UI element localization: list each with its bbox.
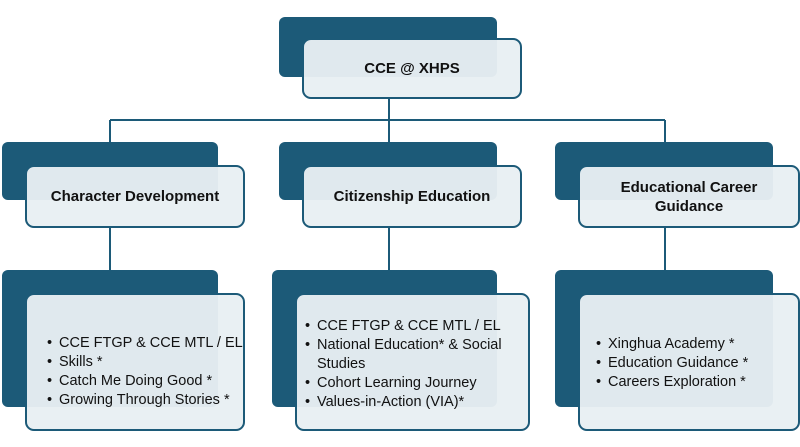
leaf-box-character-development: CCE FTGP & CCE MTL / EL Skills * Catch M… (25, 293, 245, 431)
list-item: CCE FTGP & CCE MTL / EL (47, 334, 243, 353)
list-item: Education Guidance * (596, 354, 748, 373)
list-item: Cohort Learning Journey (305, 374, 520, 393)
root-title: CCE @ XHPS (364, 60, 460, 77)
root-box: CCE @ XHPS (302, 38, 522, 99)
leaf-list: CCE FTGP & CCE MTL / EL National Educati… (305, 317, 520, 412)
list-item: Catch Me Doing Good * (47, 372, 243, 391)
branch-title: Citizenship Education (333, 188, 491, 205)
branch-title: Educational Career Guidance (620, 178, 758, 215)
list-item: CCE FTGP & CCE MTL / EL (305, 317, 520, 336)
branch-box-educational-career-guidance: Educational Career Guidance (578, 165, 800, 228)
leaf-box-educational-career-guidance: Xinghua Academy * Education Guidance * C… (578, 293, 800, 431)
list-item: Xinghua Academy * (596, 335, 748, 354)
branch-title: Character Development (50, 188, 220, 205)
list-item: National Education* & Social Studies (305, 336, 512, 374)
list-item: Skills * (47, 353, 243, 372)
list-item: Values-in-Action (VIA)* (305, 393, 520, 412)
list-item: Growing Through Stories * (47, 391, 243, 410)
branch-box-character-development: Character Development (25, 165, 245, 228)
branch-box-citizenship-education: Citizenship Education (302, 165, 522, 228)
leaf-list: Xinghua Academy * Education Guidance * C… (596, 335, 748, 392)
leaf-box-citizenship-education: CCE FTGP & CCE MTL / EL National Educati… (295, 293, 530, 431)
leaf-list: CCE FTGP & CCE MTL / EL Skills * Catch M… (47, 334, 243, 410)
list-item: Careers Exploration * (596, 373, 748, 392)
